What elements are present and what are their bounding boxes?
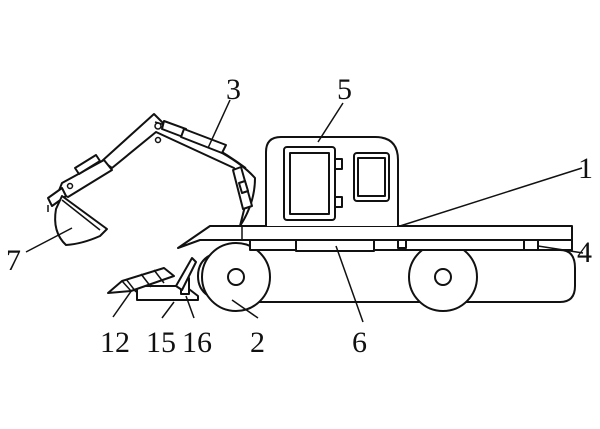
leader-16 <box>185 295 195 319</box>
label-15: 15 <box>146 326 176 359</box>
label-5: 5 <box>337 73 352 106</box>
leader-1 <box>399 167 583 227</box>
leader-3 <box>207 99 231 149</box>
crawler-track <box>197 249 576 303</box>
label-4: 4 <box>577 236 592 269</box>
rear-cylinder <box>232 166 253 210</box>
label-1: 1 <box>578 152 593 185</box>
leader-15 <box>161 301 175 319</box>
sensor-box <box>523 239 539 251</box>
label-7: 7 <box>6 244 21 277</box>
label-6: 6 <box>352 326 367 359</box>
label-2: 2 <box>250 326 265 359</box>
rear-wheel <box>408 242 478 312</box>
front-wheel <box>201 242 271 312</box>
leader-lines <box>25 99 584 323</box>
chassis-platform <box>177 225 573 249</box>
middle-block <box>295 239 375 252</box>
cab <box>265 136 399 226</box>
leader-4 <box>537 245 584 254</box>
leader-5 <box>317 102 344 143</box>
reference-numerals: 1 2 3 4 5 6 7 12 15 16 <box>6 73 593 359</box>
beam-bolt <box>397 239 407 249</box>
front-attachment <box>107 257 199 301</box>
stick-arm <box>47 154 113 212</box>
bucket <box>54 195 108 246</box>
leader-7 <box>25 227 73 253</box>
leader-6 <box>335 245 364 323</box>
frame-beam <box>249 239 573 252</box>
label-12: 12 <box>100 326 130 359</box>
label-3: 3 <box>226 73 241 106</box>
leader-2 <box>231 299 259 319</box>
label-16: 16 <box>182 326 212 359</box>
door-hinge-bottom <box>334 196 343 208</box>
leader-12 <box>112 289 133 318</box>
door-hinge-top <box>334 158 343 170</box>
